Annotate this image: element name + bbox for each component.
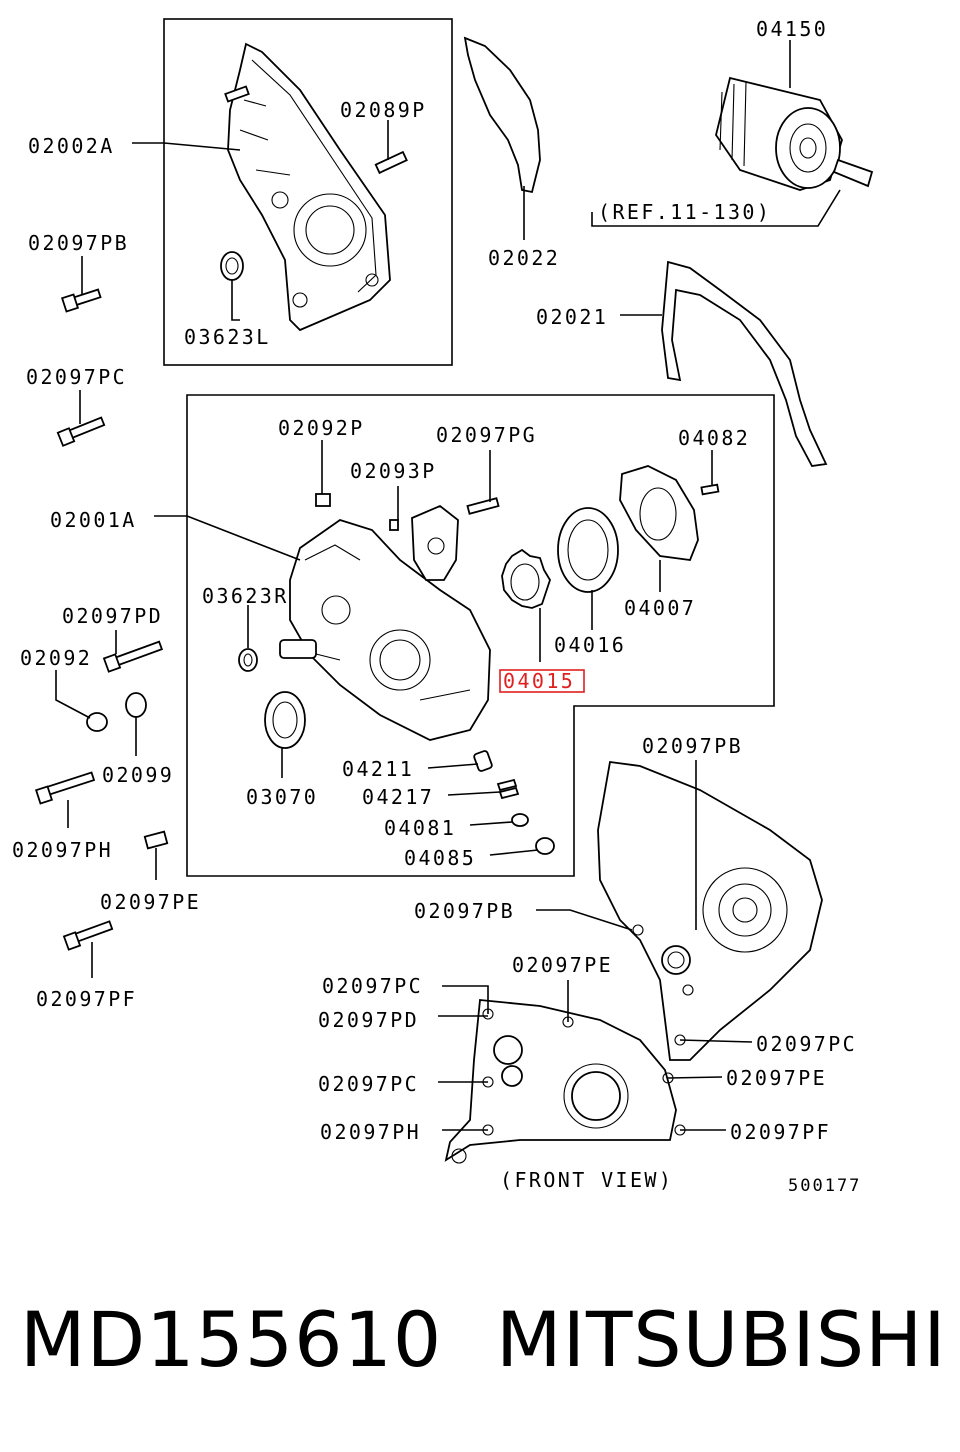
highlight-box-04015 [499, 669, 585, 693]
drawing-number: 500177 [788, 1176, 861, 1196]
bolt-02097PC-left [66, 416, 106, 440]
label-02097PF-b: 02097PF [730, 1120, 831, 1144]
label-03070: 03070 [246, 785, 318, 809]
label-04081: 04081 [384, 816, 456, 840]
label-02092: 02092 [20, 646, 92, 670]
label-02097PB-c: 02097PB [414, 899, 515, 923]
bolt-02097PD-left [110, 640, 164, 668]
front-view-assembly [444, 760, 823, 1164]
label-02097PB-b: 02097PB [642, 734, 743, 758]
o-ring-02099 [125, 692, 147, 718]
gasket-02021 [661, 260, 828, 467]
label-02097PC-b: 02097PC [322, 974, 423, 998]
oil-seal-03623L [220, 251, 244, 281]
bolt-02097PH-left [42, 771, 96, 797]
label-ref: (REF.11-130) [598, 200, 771, 224]
label-02092P: 02092P [278, 416, 365, 440]
label-02021: 02021 [536, 305, 608, 329]
label-02097PC-d: 02097PC [318, 1072, 419, 1096]
label-04150: 04150 [756, 17, 828, 41]
label-04085: 04085 [404, 846, 476, 870]
gasket-02022 [463, 36, 541, 194]
label-02097PD-a: 02097PD [62, 604, 163, 628]
relief-cover [411, 504, 459, 581]
stud-bolt-02089P [374, 150, 408, 175]
oil-pump-group-box [186, 394, 775, 877]
label-02097PE-b: 02097PE [512, 953, 613, 977]
upper-cover-group-box [163, 18, 453, 366]
label-02097PC-a: 02097PC [26, 365, 127, 389]
plunger-04211 [473, 750, 493, 772]
label-02097PE-a: 02097PE [100, 890, 201, 914]
label-02097PG: 02097PG [436, 423, 537, 447]
label-02097PB-a: 02097PB [28, 231, 129, 255]
label-04211: 04211 [342, 757, 414, 781]
bolt-02097PE-left [143, 830, 169, 850]
label-02097PH-a: 02097PH [12, 838, 113, 862]
label-02097PD-b: 02097PD [318, 1008, 419, 1032]
spring-04217 [496, 778, 520, 800]
label-03623L: 03623L [184, 325, 271, 349]
label-front-view: (FRONT VIEW) [500, 1168, 673, 1192]
label-02097PE-c: 02097PE [726, 1066, 827, 1090]
label-04082: 04082 [678, 426, 750, 450]
plug-04085 [535, 837, 555, 855]
label-02097PF-a: 02097PF [36, 987, 137, 1011]
label-04016: 04016 [554, 633, 626, 657]
pin-02093P [389, 519, 399, 531]
plug-02092P [315, 493, 331, 507]
oil-filter-04150 [715, 76, 874, 191]
oil-seal-03623R [238, 648, 258, 672]
label-02097PC-c: 02097PC [756, 1032, 857, 1056]
outer-rotor-04016 [557, 507, 619, 593]
upper-timing-cover [224, 42, 391, 332]
washer-02092 [86, 712, 108, 732]
footer-part-number: MD155610 [20, 1295, 442, 1384]
gasket-04081 [511, 813, 529, 827]
front-case-02001A [279, 519, 491, 741]
label-03623R: 03623R [202, 584, 289, 608]
label-02089P: 02089P [340, 98, 427, 122]
oil-seal-03070 [264, 691, 306, 749]
pump-cover-04007 [619, 465, 699, 561]
screw-04082 [700, 483, 720, 496]
oil-pump-gear-04015 [501, 548, 551, 609]
label-02097PH-b: 02097PH [320, 1120, 421, 1144]
label-02002A: 02002A [28, 134, 115, 158]
label-02001A: 02001A [50, 508, 137, 532]
bolt-02097PG [466, 497, 500, 515]
label-02022: 02022 [488, 246, 560, 270]
label-02093P: 02093P [350, 459, 437, 483]
label-02099: 02099 [102, 763, 174, 787]
label-04007: 04007 [624, 596, 696, 620]
leader-lines [55, 40, 841, 1131]
label-04015: 04015 [503, 669, 575, 693]
label-04217: 04217 [362, 785, 434, 809]
footer-brand: MITSUBISHI [496, 1295, 947, 1384]
